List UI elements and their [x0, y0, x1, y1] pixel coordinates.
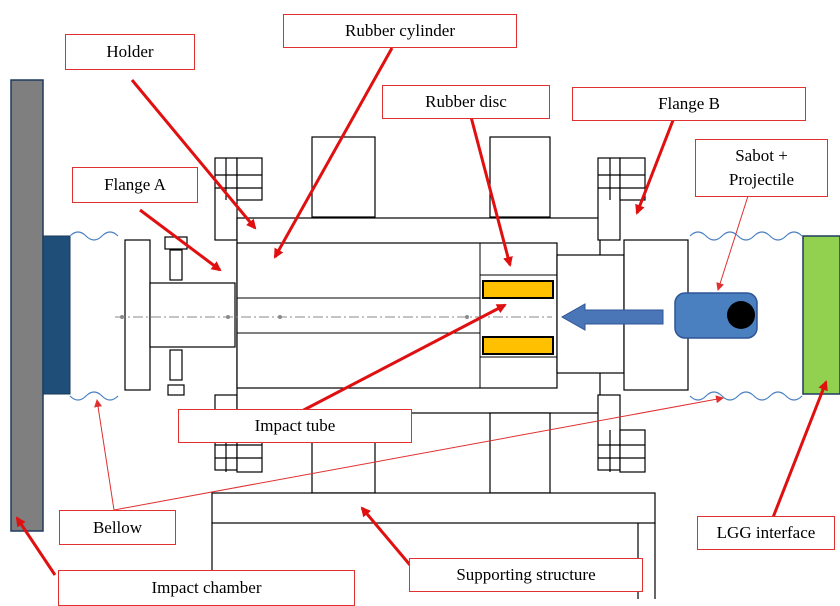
label-rubber-disc: Rubber disc	[382, 85, 550, 119]
chamber-plate	[42, 235, 71, 395]
bellow-wave-bottom-right	[689, 391, 803, 401]
bellow-wave-top-left	[69, 231, 119, 241]
impact-chamber-wall	[10, 79, 44, 532]
label-holder: Holder	[65, 34, 195, 70]
rubber-disc-bottom	[482, 336, 554, 355]
label-impact-chamber: Impact chamber	[58, 570, 355, 606]
axis-point	[120, 315, 124, 319]
pointer-arrows	[15, 47, 828, 576]
label-flange-a: Flange A	[72, 167, 198, 203]
projectile	[727, 301, 755, 329]
axis-point	[465, 315, 469, 319]
label-supporting-structure: Supporting structure	[409, 558, 643, 592]
label-sabot-line1: Sabot +	[735, 146, 788, 165]
rubber-disc-top	[482, 280, 554, 299]
label-bellow: Bellow	[59, 510, 176, 545]
label-sabot-projectile: Sabot + Projectile	[695, 139, 828, 197]
label-sabot-line2: Projectile	[728, 170, 795, 189]
motion-arrow	[560, 303, 664, 331]
label-lgg-interface: LGG interface	[697, 516, 835, 550]
bellow-wave-bottom-left	[69, 391, 119, 401]
axis-point	[226, 315, 230, 319]
machine-body	[124, 136, 689, 599]
lgg-interface-block	[802, 235, 840, 395]
label-impact-tube: Impact tube	[178, 409, 412, 443]
cylinder-inner-lines	[237, 243, 557, 388]
axis-point	[278, 315, 282, 319]
label-rubber-cylinder: Rubber cylinder	[283, 14, 517, 48]
thin-pointer-lines	[94, 195, 749, 511]
label-flange-b: Flange B	[572, 87, 806, 121]
bellow-wave-top-right	[689, 231, 803, 241]
